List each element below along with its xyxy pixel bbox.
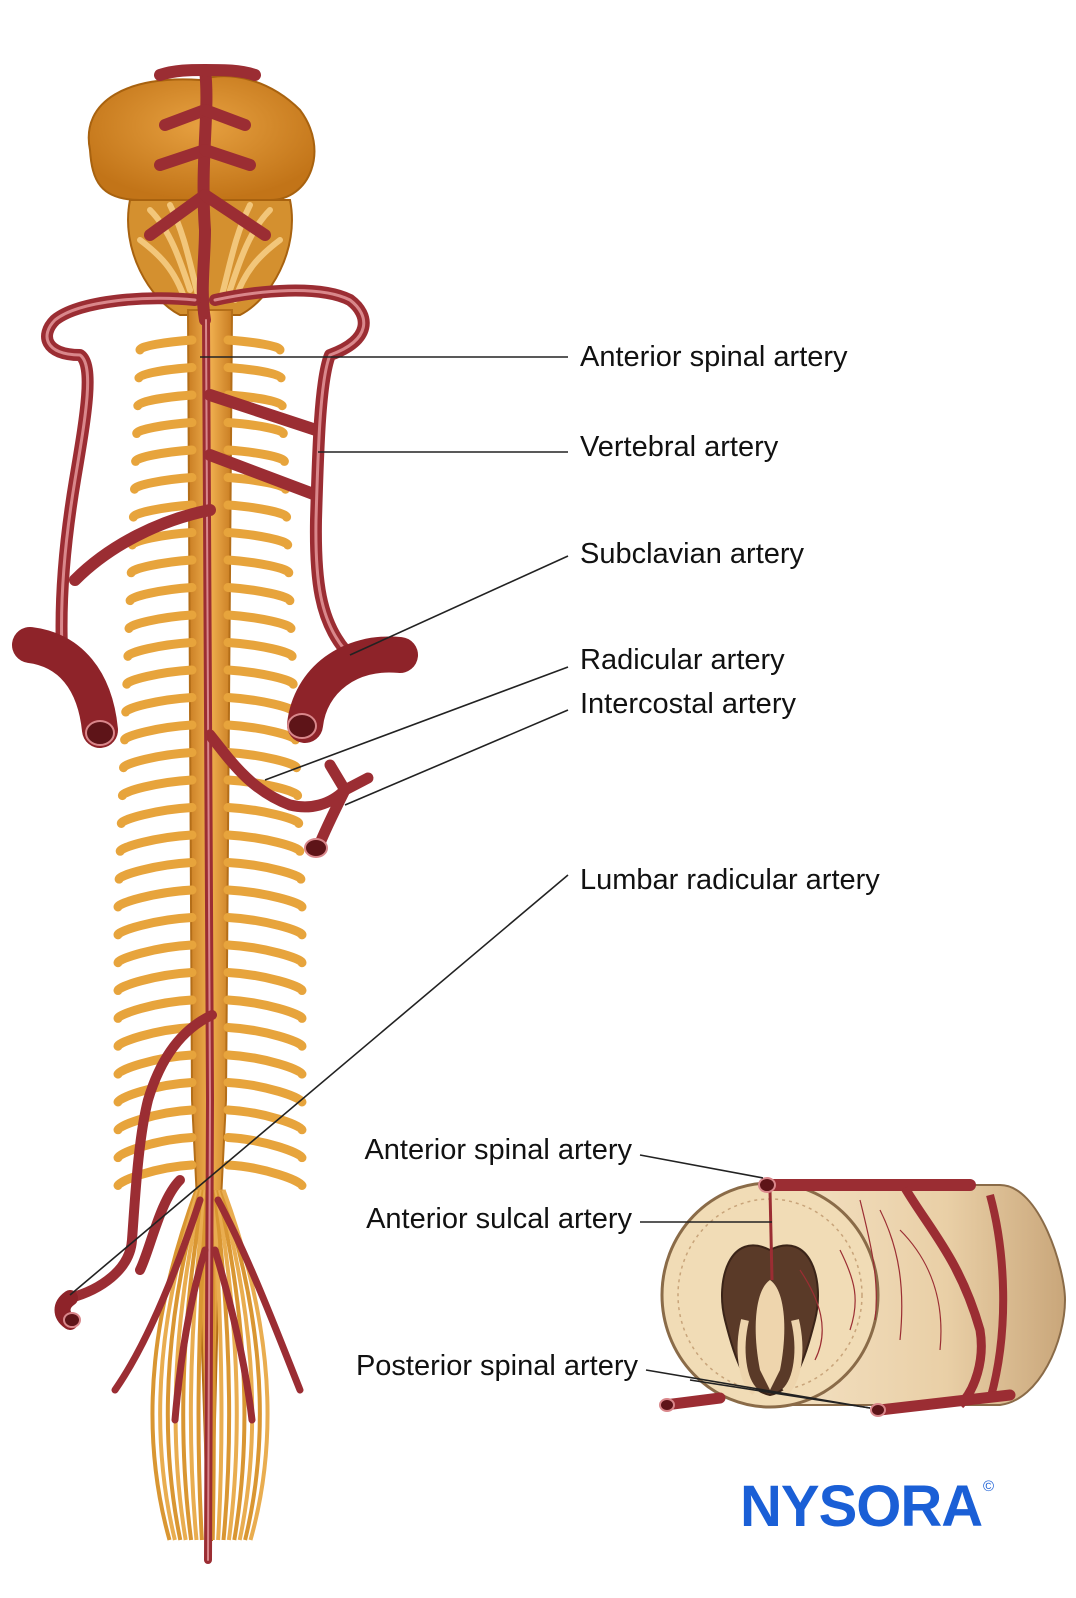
nerve-root: [113, 1105, 197, 1135]
cauda-strand: [217, 1189, 255, 1541]
nerve-root: [131, 445, 197, 466]
arterial-network: [12, 64, 418, 1564]
nerve-root: [130, 473, 197, 494]
copyright-mark: ©: [983, 1478, 995, 1495]
nerve-root: [117, 775, 197, 801]
label-cs-anterior-sulcal-artery: Anterior sulcal artery: [366, 1203, 632, 1235]
nerve-root: [122, 665, 197, 689]
nerve-root: [113, 885, 197, 912]
nerve-root: [128, 500, 197, 522]
nerve-root: [223, 363, 286, 383]
nerve-root: [125, 583, 197, 606]
nerve-root: [114, 858, 197, 884]
nerve-root: [223, 500, 292, 522]
nerve-root: [223, 1105, 307, 1135]
nerve-root: [126, 555, 197, 578]
nerve-root: [223, 1023, 307, 1051]
nerve-root: [123, 638, 197, 661]
leader-lines: [69, 356, 871, 1409]
nerve-root: [135, 335, 197, 355]
cauda-strand: [173, 1189, 204, 1541]
leader-cs-anterior-spinal-artery: [639, 1154, 764, 1179]
nerve-root: [113, 1050, 197, 1079]
label-subclavian-artery: Subclavian artery: [580, 538, 805, 570]
leader-radicular-artery: [264, 666, 569, 781]
nerve-root: [119, 748, 197, 773]
nerve-root: [116, 803, 197, 828]
leader-intercostal-artery: [344, 709, 569, 806]
nerve-root: [223, 335, 285, 355]
spinal-cord-cross-section: [659, 1177, 1067, 1417]
nerve-root: [223, 1078, 307, 1107]
cauda-strand: [212, 1189, 232, 1541]
cauda-strand: [196, 1189, 210, 1541]
nysora-logo: NYSORA: [740, 1474, 983, 1539]
label-cs-posterior-spinal-artery: Posterior spinal artery: [355, 1350, 638, 1382]
nerve-root: [113, 968, 197, 996]
nerve-root: [113, 1023, 197, 1051]
vessel-openings: [63, 713, 328, 1328]
nerve-root: [223, 885, 307, 912]
nerve-root: [113, 940, 197, 968]
nerve-root: [121, 693, 197, 717]
nerve-root: [223, 418, 288, 439]
label-radicular-artery: Radicular artery: [580, 644, 785, 676]
nerve-root: [223, 913, 307, 940]
nerve-root: [223, 1160, 307, 1190]
label-lumbar-radicular-artery: Lumbar radicular artery: [580, 864, 880, 896]
leader-cs-posterior-spinal-artery-2: [689, 1379, 871, 1409]
nerve-root: [223, 940, 307, 968]
nerve-root: [223, 583, 295, 606]
nerve-root: [223, 775, 303, 801]
nerve-root: [223, 555, 294, 578]
nerve-root: [124, 610, 197, 633]
nerve-root: [223, 1050, 307, 1079]
nerve-root: [223, 968, 307, 996]
nerve-root: [223, 638, 297, 661]
cauda-strand: [210, 1189, 224, 1541]
nerve-root: [223, 858, 306, 884]
leader-lumbar-radicular-artery: [69, 874, 569, 1296]
nerve-root: [223, 665, 298, 689]
leader-subclavian-artery: [349, 555, 569, 656]
nerve-root: [223, 748, 301, 773]
nerve-root: [223, 528, 293, 550]
nerve-root: [133, 390, 197, 411]
nerve-root: [120, 720, 197, 745]
cauda-strand: [150, 1189, 199, 1541]
nerve-root: [223, 390, 287, 411]
nerve-root: [223, 610, 296, 633]
label-cs-anterior-spinal-artery: Anterior spinal artery: [364, 1134, 632, 1166]
cauda-strand: [188, 1189, 208, 1541]
nerve-root: [113, 995, 197, 1023]
nerve-root: [113, 1133, 197, 1163]
nerve-root: [223, 445, 289, 466]
nerve-root: [115, 830, 197, 856]
nerve-root: [223, 720, 300, 745]
nerve-root: [223, 1133, 307, 1163]
nerve-root: [223, 995, 307, 1023]
cauda-strand: [214, 1189, 239, 1541]
label-vertebral-artery: Vertebral artery: [580, 431, 779, 463]
label-intercostal-artery: Intercostal artery: [580, 688, 796, 720]
nerve-root: [113, 913, 197, 940]
nerve-root: [223, 693, 299, 717]
nerve-root: [132, 418, 197, 439]
nerve-root: [134, 363, 197, 383]
nerve-root: [223, 830, 305, 856]
nerve-roots: [113, 335, 307, 1190]
label-anterior-spinal-artery: Anterior spinal artery: [580, 341, 848, 373]
nerve-root: [113, 1078, 197, 1107]
nerve-root: [223, 803, 304, 828]
